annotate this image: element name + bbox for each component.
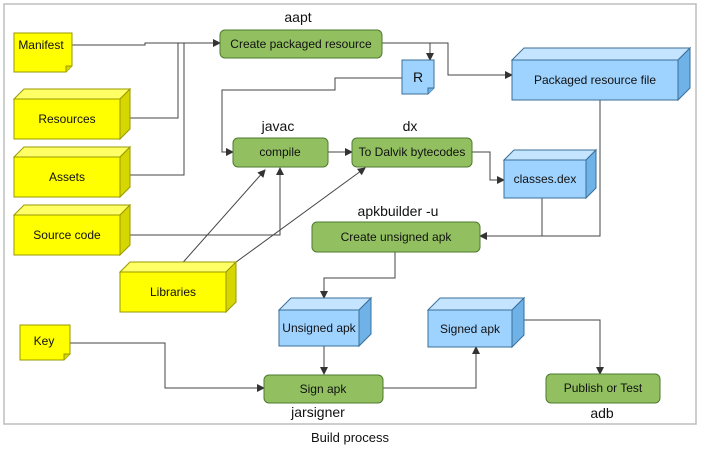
compile-box <box>232 137 329 168</box>
node-manifest: Manifest <box>13 32 73 73</box>
edge-r-compile <box>221 77 410 156</box>
edge-classes-apkbuilder <box>479 198 543 240</box>
diagram-caption: Build process <box>311 430 390 445</box>
node-publish-or-test: Publish or Test <box>545 373 661 404</box>
signed-top <box>426 297 526 311</box>
edge-packaged-apkbuilder <box>542 100 601 237</box>
edge-libraries-compile <box>177 169 266 269</box>
edge-resources-aapt <box>125 43 179 119</box>
manifest-fold <box>65 65 72 72</box>
node-to-dalvik: To Dalvik bytecodes <box>351 137 473 168</box>
packaged-resource-file-label: Packaged resource file <box>534 73 656 87</box>
sign-apk-box <box>263 374 384 404</box>
unsigned-front <box>278 309 360 347</box>
compile-label: compile <box>259 145 301 159</box>
node-packaged-resource-file: Packaged resource file <box>510 46 692 102</box>
edge-key-sign <box>70 342 265 392</box>
edge-apkbuilder-unsigned <box>320 252 396 299</box>
assets-label: Assets <box>49 170 85 184</box>
classes-dex-label: classes.dex <box>514 172 577 186</box>
resources-label: Resources <box>38 112 95 126</box>
create-packaged-resource-box <box>219 29 383 59</box>
diagram-frame <box>3 3 697 425</box>
r-label: R <box>413 69 423 85</box>
node-source-code: Source code <box>12 203 132 257</box>
tool-label-aapt: aapt <box>284 9 311 25</box>
edge-sign-signed <box>383 346 480 389</box>
unsigned-top <box>277 297 373 311</box>
node-create-packaged-resource: Create packaged resource <box>219 29 383 59</box>
edge-dx-classes <box>472 151 505 184</box>
create-packaged-resource-label: Create packaged resource <box>230 37 372 51</box>
libraries-front <box>119 271 227 313</box>
tool-label-jarsigner: jarsigner <box>290 404 345 420</box>
edge-source-compile <box>130 167 284 236</box>
edge-assets-aapt <box>125 43 185 176</box>
packaged-front <box>511 59 679 101</box>
tool-label-javac: javac <box>261 118 295 134</box>
signed-front <box>427 309 513 348</box>
libraries-label: Libraries <box>150 285 196 299</box>
tool-label-adb: adb <box>590 405 614 421</box>
create-unsigned-apk-label: Create unsigned apk <box>341 230 453 244</box>
packaged-top <box>510 47 692 61</box>
publish-or-test-label: Publish or Test <box>564 381 643 395</box>
node-sign-apk: Sign apk <box>263 374 384 404</box>
key-fold <box>63 353 70 360</box>
assets-front <box>13 156 121 198</box>
node-classes-dex: classes.dex <box>502 148 598 200</box>
assets-top <box>12 146 132 158</box>
node-create-unsigned-apk: Create unsigned apk <box>311 221 481 253</box>
tool-label-apkbuilder: apkbuilder -u <box>358 203 439 219</box>
tool-label-dx: dx <box>403 118 418 134</box>
node-signed-apk: Signed apk <box>426 296 526 349</box>
edge-aapt-r <box>382 42 434 61</box>
unsigned-apk-label: Unsigned apk <box>282 321 356 335</box>
sign-apk-label: Sign apk <box>300 382 348 396</box>
source-top <box>12 204 132 216</box>
resources-front <box>13 98 121 140</box>
source-front <box>13 214 121 256</box>
node-r: R <box>401 59 435 95</box>
publish-or-test-box <box>545 373 661 404</box>
resources-top <box>12 88 132 100</box>
edge-libraries-dx <box>231 167 366 266</box>
classes-top <box>502 149 598 161</box>
edge-manifest-aapt <box>72 39 221 47</box>
r-fold <box>427 87 434 94</box>
edges <box>70 39 604 392</box>
source-code-label: Source code <box>33 228 101 242</box>
node-libraries: Libraries <box>118 260 238 314</box>
signed-apk-label: Signed apk <box>440 322 501 336</box>
edge-signed-publish <box>512 319 604 375</box>
libraries-top <box>118 261 238 273</box>
node-resources: Resources <box>12 87 132 141</box>
edge-aapt-packaged <box>382 42 513 79</box>
node-compile: compile <box>232 137 329 168</box>
manifest-label: Manifest <box>18 38 64 52</box>
create-unsigned-apk-box <box>311 221 481 253</box>
node-unsigned-apk: Unsigned apk <box>277 296 373 348</box>
classes-front <box>503 159 587 199</box>
to-dalvik-label: To Dalvik bytecodes <box>359 145 466 159</box>
node-assets: Assets <box>12 145 132 199</box>
to-dalvik-box <box>351 137 473 168</box>
key-label: Key <box>34 334 55 348</box>
node-key: Key <box>19 324 71 361</box>
